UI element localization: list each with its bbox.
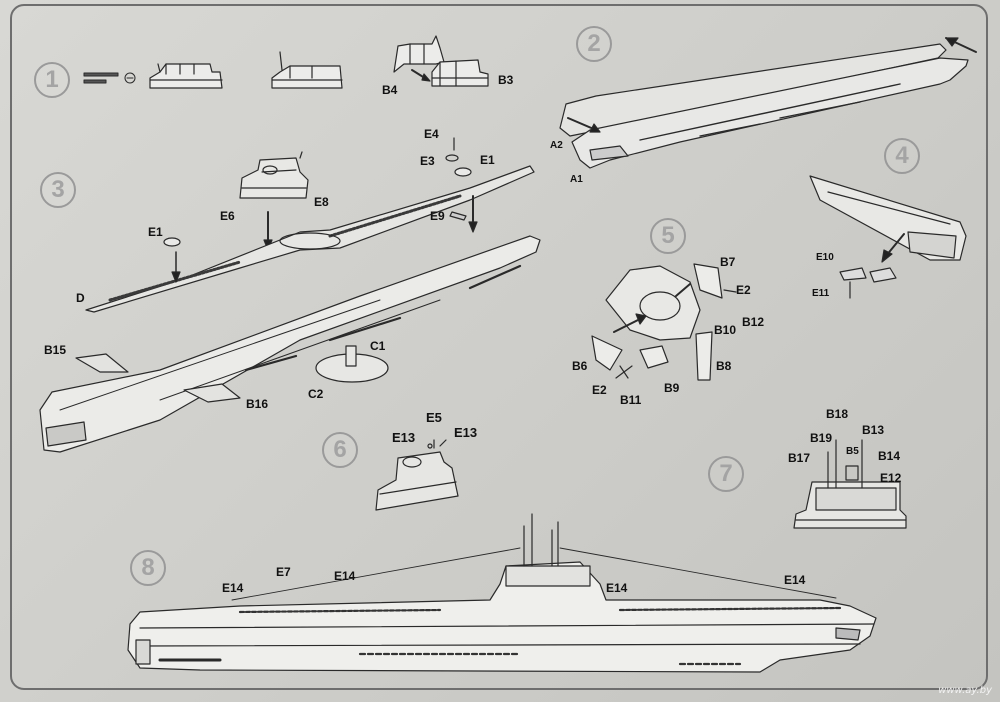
part-label-b12: B12 xyxy=(742,315,765,329)
part-label-e10: E10 xyxy=(816,252,834,263)
part-label-b19: B19 xyxy=(810,431,833,445)
part-label-b9: B9 xyxy=(664,381,680,395)
part-label-b6: B6 xyxy=(572,359,588,373)
part-label-e5: E5 xyxy=(426,410,442,425)
part-label-e2-top: E2 xyxy=(736,283,751,297)
part-label-e4: E4 xyxy=(424,127,439,141)
part-label-b18: B18 xyxy=(826,407,849,421)
step6-tower xyxy=(375,439,459,511)
part-label-b8: B8 xyxy=(716,359,732,373)
step-number-1: 1 xyxy=(34,62,70,98)
part-label-e8: E8 xyxy=(314,195,329,209)
part-label-b13: B13 xyxy=(862,423,885,437)
part-label-b4: B4 xyxy=(382,83,398,97)
step-number-8: 8 xyxy=(130,550,166,586)
part-label-e11: E11 xyxy=(812,288,830,299)
step-number-6: 6 xyxy=(322,432,358,468)
part-label-b11: B11 xyxy=(620,393,642,407)
part-label-e1-top: E1 xyxy=(480,153,495,167)
part-label-c1: C1 xyxy=(370,339,386,353)
part-label-e2-bottom: E2 xyxy=(592,383,607,397)
part-label-e14-2: E14 xyxy=(334,569,356,583)
step5-stern xyxy=(591,263,737,381)
part-label-b5: B5 xyxy=(846,446,859,457)
part-label-e13-right: E13 xyxy=(454,425,478,440)
step-number-5: 5 xyxy=(650,218,686,254)
step1-parts xyxy=(83,35,489,89)
part-label-e14-4: E14 xyxy=(784,573,806,587)
step7-tower xyxy=(793,439,907,529)
part-label-e13-left: E13 xyxy=(392,430,416,445)
part-label-e1-left: E1 xyxy=(148,225,163,239)
part-label-e9: E9 xyxy=(430,209,445,223)
part-label-a2: A2 xyxy=(550,140,563,151)
step2-hull-halves xyxy=(559,37,977,169)
step3-assembly xyxy=(39,137,541,453)
part-label-e12: E12 xyxy=(880,471,902,485)
sheet-border xyxy=(10,4,988,690)
part-label-b3: B3 xyxy=(498,73,514,87)
part-label-b15: B15 xyxy=(44,343,67,357)
step8-submarine xyxy=(127,513,877,673)
step-number-2: 2 xyxy=(576,26,612,62)
part-label-e14-1: E14 xyxy=(222,581,244,595)
step-number-3: 3 xyxy=(40,172,76,208)
part-label-a1: A1 xyxy=(570,174,583,185)
part-label-b14: B14 xyxy=(878,449,901,463)
part-label-b16: B16 xyxy=(246,397,269,411)
part-label-b17: B17 xyxy=(788,451,811,465)
part-label-c2: C2 xyxy=(308,387,324,401)
step-number-7: 7 xyxy=(708,456,744,492)
part-label-b10: B10 xyxy=(714,323,737,337)
part-label-e6: E6 xyxy=(220,209,235,223)
part-label-e3: E3 xyxy=(420,154,435,168)
step-number-4: 4 xyxy=(884,138,920,174)
step4-anchor xyxy=(809,175,967,299)
part-label-e7: E7 xyxy=(276,565,291,579)
part-label-b7: B7 xyxy=(720,255,736,269)
part-label-d: D xyxy=(76,291,85,305)
part-label-e14-3: E14 xyxy=(606,581,628,595)
watermark: www.ay.by xyxy=(938,685,992,696)
